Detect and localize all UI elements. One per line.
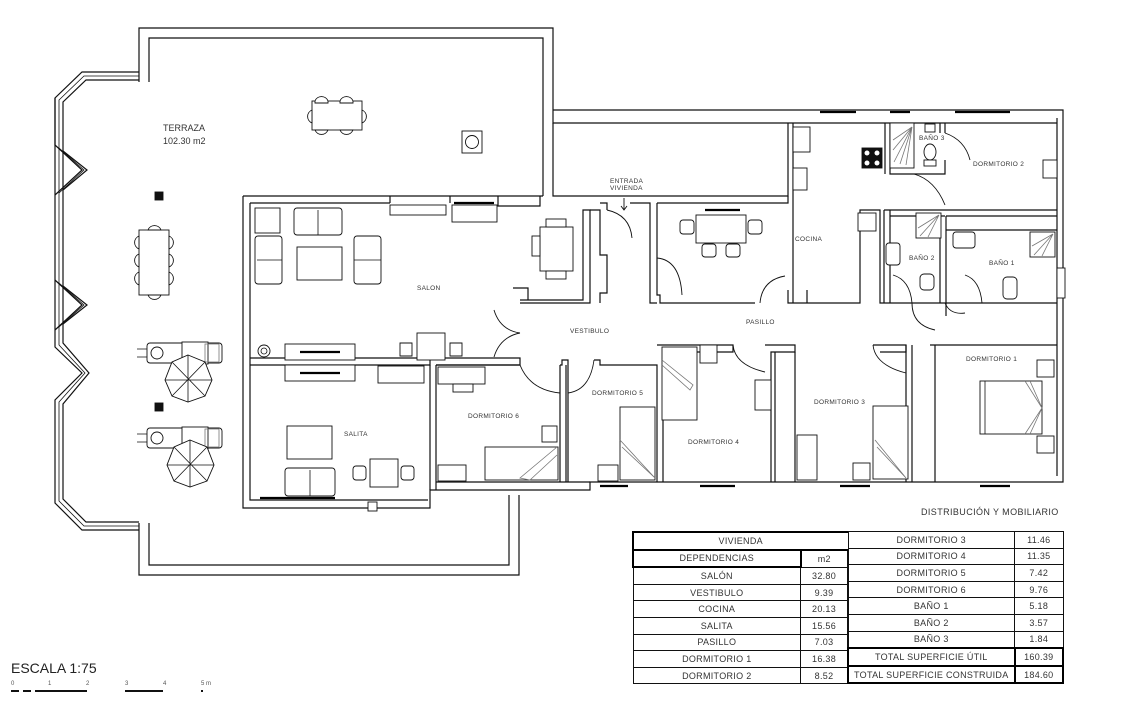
label-vestibulo: VESTIBULO [570,328,609,335]
label-dormitorio-3: DORMITORIO 3 [814,399,865,406]
row-name: DORMITORIO 2 [632,666,802,685]
row-name: DORMITORIO 5 [847,564,1016,582]
row-area: 7.42 [1014,564,1064,582]
terrace-furniture [134,96,483,488]
table-header-row: DEPENDENCIAS m2 [632,548,848,569]
scale-tick: 1 [48,681,52,687]
total-util-value: 160.39 [1013,647,1065,667]
row-name: BAÑO 2 [847,613,1016,632]
scale-tick: 0 [11,681,15,687]
row-name: SALÓN [632,566,802,585]
label-bano-1: BAÑO 1 [989,258,1015,267]
row-area: 8.52 [800,666,848,685]
scale-ticks: 0 1 2 3 4 5 m [11,681,216,691]
label-bano-3: BAÑO 3 [919,133,945,142]
label-entrada: ENTRADA [610,178,644,185]
row-area: 16.38 [800,650,848,668]
row-name: SALITA [632,616,802,635]
row-area: 3.57 [1014,613,1064,632]
row-area: 1.84 [1014,630,1064,649]
row-area: 9.39 [800,583,848,602]
total-construida-value: 184.60 [1013,664,1065,685]
label-dormitorio-6: DORMITORIO 6 [468,413,519,420]
terrace-walls [54,27,554,576]
row-name: BAÑO 1 [847,597,1016,615]
scale-tick: 3 [125,681,129,687]
row-area: 7.03 [800,633,848,652]
row-area: 20.13 [800,600,848,618]
total-construida-label: TOTAL SUPERFICIE CONSTRUIDA [847,664,1016,685]
total-util-label: TOTAL SUPERFICIE ÚTIL [847,647,1016,667]
row-name: BAÑO 3 [847,630,1016,649]
interior-furniture [254,122,1056,512]
label-bano-2: BAÑO 2 [909,253,935,262]
label-dormitorio-1: DORMITORIO 1 [966,356,1017,363]
row-area: 9.76 [1014,580,1064,599]
row-area: 32.80 [800,566,848,585]
row-name: DORMITORIO 3 [847,531,1016,549]
house-walls [242,109,1066,509]
scale-tick: 4 [163,681,167,687]
plan-title: DISTRIBUCIÓN Y MOBILIARIO [921,507,1059,517]
row-name: DORMITORIO 6 [847,580,1016,599]
label-salita: SALITA [344,431,368,438]
header-unit: m2 [800,549,848,568]
scale-label: ESCALA 1:75 [11,660,97,676]
row-name: DORMITORIO 1 [632,650,802,668]
header-dependencias: DEPENDENCIAS [632,548,802,569]
row-area: 15.56 [800,616,848,635]
scale-bar [11,690,203,692]
label-dormitorio-4: DORMITORIO 4 [688,439,739,446]
label-pasillo: PASILLO [746,319,775,326]
scale-tick: 5 m [201,681,212,687]
row-area: 5.18 [1014,597,1064,615]
doors [493,132,983,394]
row-name: COCINA [632,600,802,618]
row-name: DORMITORIO 4 [847,547,1016,566]
label-terraza-area: 102.30 m2 [163,136,206,146]
label-salon: SALON [417,285,441,292]
label-cocina: COCINA [795,236,822,243]
scale-tick: 2 [86,681,90,687]
label-terraza: TERRAZA [163,123,205,133]
table-header-vivienda: VIVIENDA [632,531,848,551]
row-area: 11.46 [1014,531,1064,549]
label-dormitorio-2: DORMITORIO 2 [973,161,1024,168]
row-name: PASILLO [632,633,802,652]
row-name: VESTIBULO [632,583,802,602]
label-dormitorio-5: DORMITORIO 5 [592,390,643,397]
room-labels: TERRAZA 102.30 m2 SALON SALITA VESTIBULO… [163,123,1024,446]
header-vivienda: VIVIENDA [632,531,848,551]
label-vivienda: VIVIENDA [610,185,643,192]
row-area: 11.35 [1014,547,1064,566]
